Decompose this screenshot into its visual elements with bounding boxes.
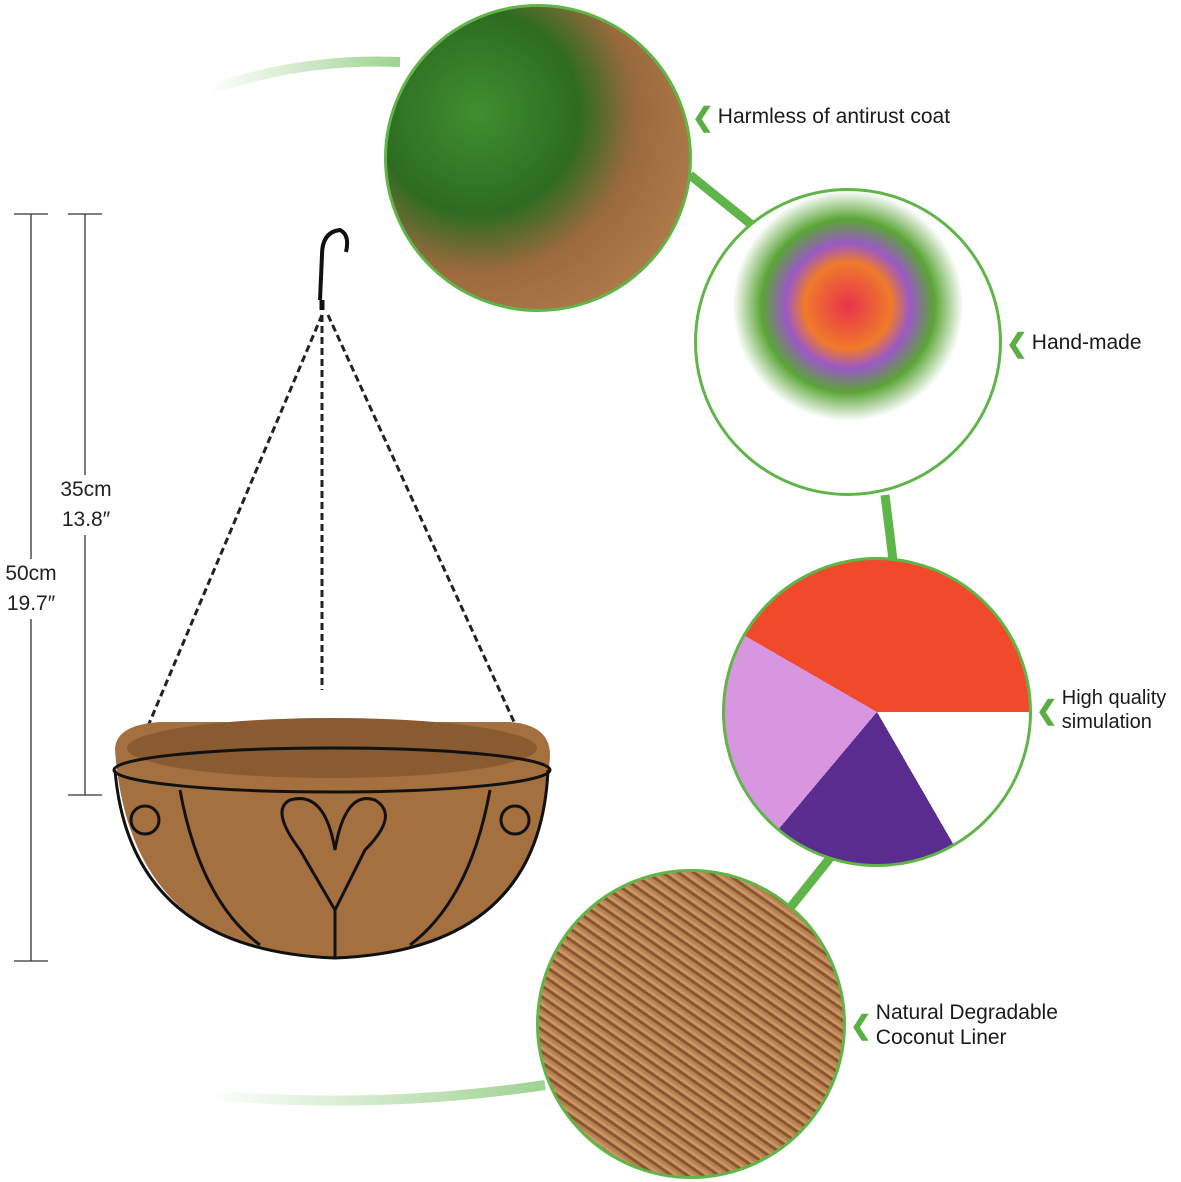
feature-text-line: Natural Degradable [875,1001,1058,1024]
chevron-left-icon: ❮ [1036,695,1058,725]
total-height-inch: 19.7″ [6,592,56,615]
chevron-left-icon: ❮ [850,1010,872,1040]
total-height-cm: 50cm [5,562,57,585]
feature-text-line: High quality [1061,687,1167,709]
feature-text-line: simulation [1061,711,1152,733]
coconut-liner-photo [536,869,846,1179]
chain-length-cm: 35cm [60,478,112,501]
chain-length-inch: 13.8″ [61,508,111,531]
feature-text: Harmless of antirust coat [717,105,951,128]
total-height-label: 50cm 19.7″ [0,559,62,619]
chevron-left-icon: ❮ [692,101,714,132]
feature-text-line: Coconut Liner [875,1026,1007,1049]
feature-text: Hand-made [1031,331,1142,354]
simulation-flowers-photo [722,557,1032,867]
hanging-basket-image [112,227,552,960]
feature-label-hand-made: ❮ Hand-made [1006,327,1142,358]
chain-length-label: 35cm 13.8″ [52,475,120,535]
chevron-left-icon: ❮ [1006,327,1028,358]
hand-made-photo [694,188,1002,496]
antirust-coat-photo [384,4,692,312]
feature-label-antirust: ❮ Harmless of antirust coat [692,101,951,132]
